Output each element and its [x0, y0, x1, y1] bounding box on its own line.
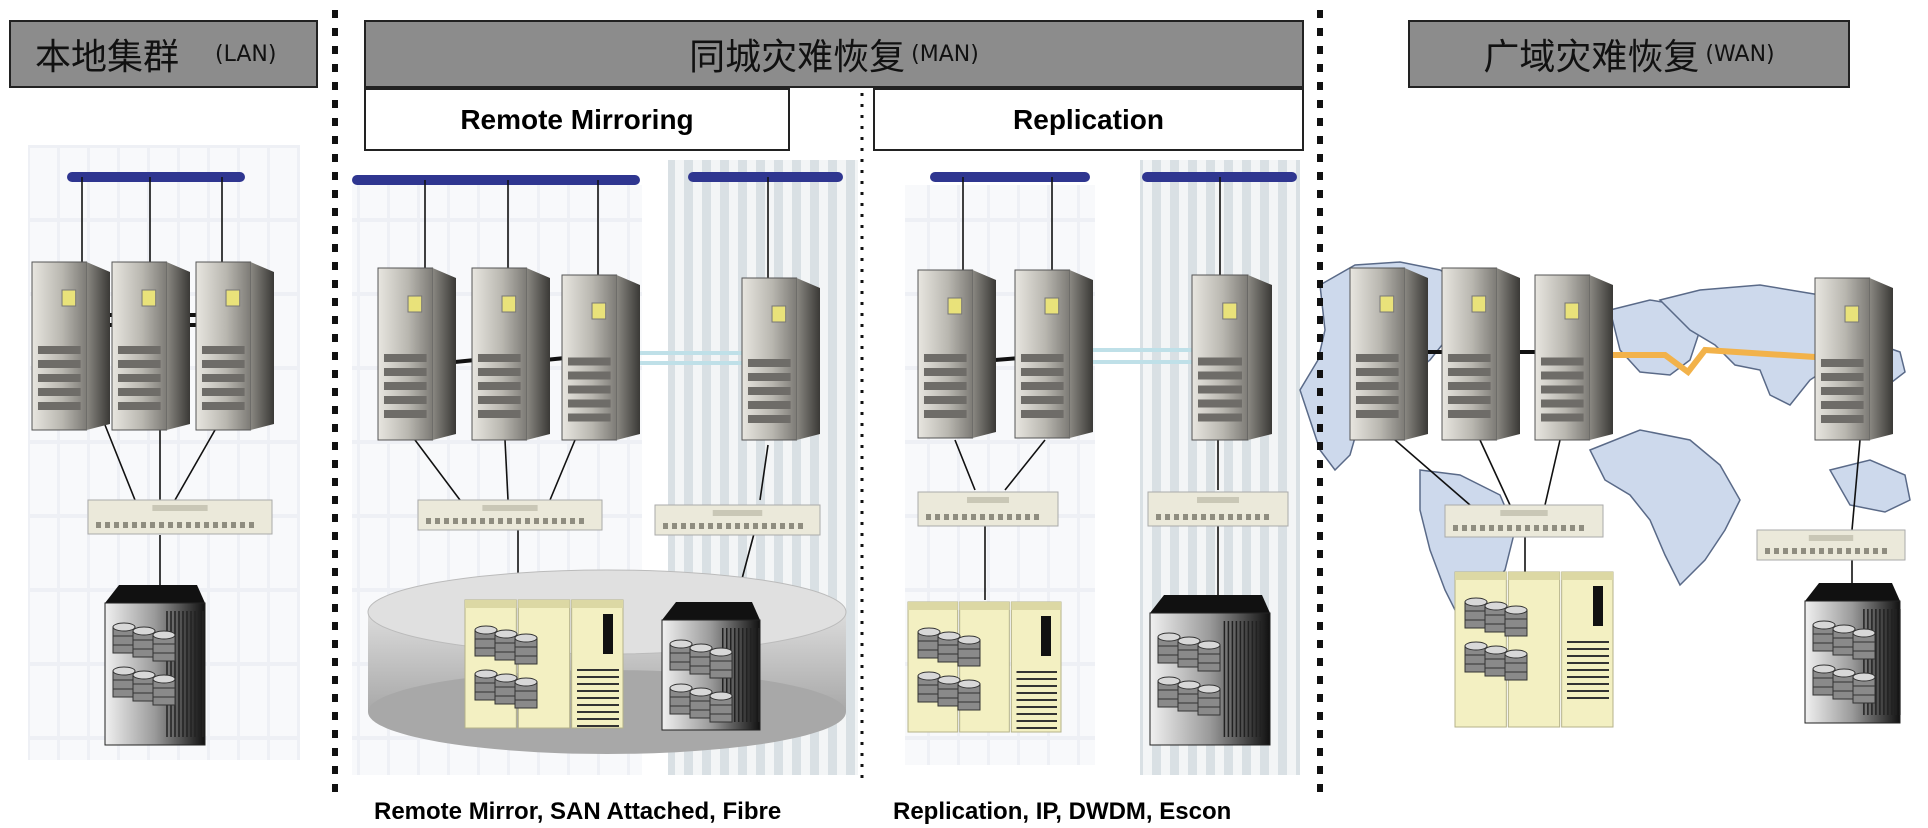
header-wan-title: 广域灾难恢复	[1483, 37, 1700, 78]
header-lan: 本地集群 (LAN)	[9, 20, 318, 88]
server-tower-icon	[1349, 267, 1428, 441]
subheader-replication: Replication	[873, 88, 1304, 151]
server-tower-icon	[471, 267, 550, 441]
network-bars	[67, 172, 1297, 185]
header-man-tag: (MAN)	[911, 41, 979, 67]
subheader-remote-mirroring: Remote Mirroring	[364, 88, 790, 151]
network-switch-icon	[87, 499, 273, 535]
header-man-title: 同城灾难恢复	[689, 37, 906, 78]
server-tower-icon	[377, 267, 456, 441]
network-switch-icon	[1444, 504, 1604, 538]
wan-link	[1608, 346, 1816, 377]
server-tower-icon	[561, 274, 640, 441]
header-man: 同城灾难恢复 (MAN)	[364, 20, 1304, 88]
server-tower-icon	[917, 269, 996, 439]
storage-array-icon	[1454, 571, 1614, 728]
server-tower-icon	[111, 261, 190, 431]
network-switch-icon	[654, 504, 821, 536]
network-drops	[81, 177, 1861, 606]
network-switch-icon	[1756, 529, 1906, 561]
caption-remote-mirroring: Remote Mirror, SAN Attached, Fibre	[374, 798, 782, 825]
server-tower-icon	[1441, 267, 1520, 441]
header-lan-tag: (LAN)	[215, 41, 277, 67]
header-wan-tag: (WAN)	[1705, 41, 1775, 67]
server-tower-icon	[195, 261, 274, 431]
header-wan: 广域灾难恢复 (WAN)	[1408, 20, 1850, 88]
storage-array-icon	[661, 602, 761, 731]
storage-array-icon	[1149, 595, 1271, 746]
caption-replication: Replication, IP, DWDM, Escon	[893, 798, 1232, 825]
server-tower-icon	[1814, 277, 1893, 441]
server-tower-icon	[741, 277, 820, 441]
storage-array-icon	[907, 601, 1062, 733]
network-switch-icon	[1147, 491, 1289, 527]
network-switch-icon	[417, 499, 603, 531]
storage-array-icon	[104, 585, 206, 746]
network-switch-icon	[917, 491, 1059, 527]
server-tower-icon	[1534, 274, 1613, 441]
storage-array-icon	[464, 599, 624, 729]
storage-array-icon	[1804, 583, 1901, 724]
server-tower-icon	[1191, 274, 1272, 441]
header-lan-title: 本地集群	[35, 37, 180, 78]
server-tower-icon	[1014, 269, 1093, 439]
server-tower-icon	[31, 261, 110, 431]
remote-mirror-links	[638, 348, 1195, 365]
